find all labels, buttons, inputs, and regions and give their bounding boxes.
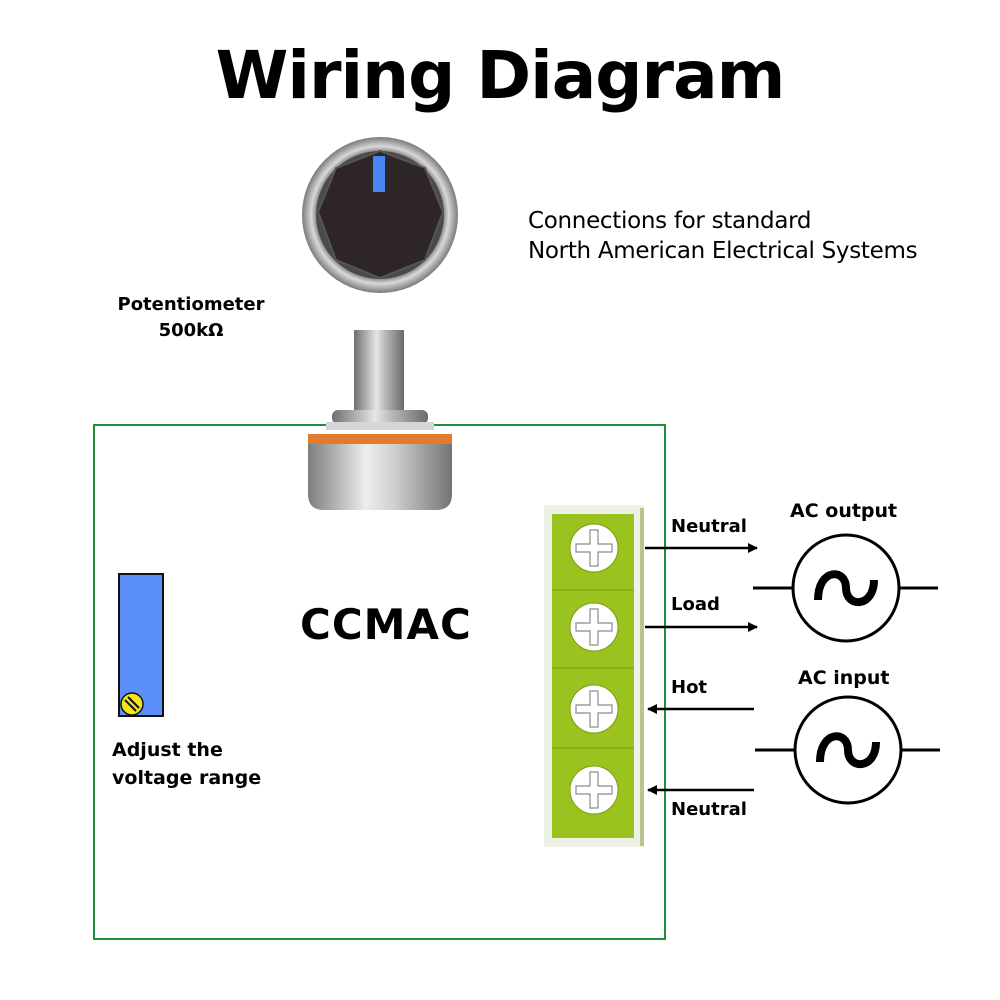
terminal-label-neutral-out: Neutral: [671, 516, 747, 537]
screw-slot: [124, 699, 137, 712]
terminal-label-load: Load: [671, 594, 720, 615]
terminal-screw-icon[interactable]: [569, 602, 619, 652]
potentiometer-body: [308, 330, 452, 510]
knob-indicator: [373, 156, 385, 192]
wires: [645, 543, 758, 795]
pot-housing: [308, 444, 452, 510]
phillips-cross-icon: [575, 529, 613, 567]
potentiometer-label: Potentiometer 500kΩ: [106, 292, 276, 344]
board-name: CCMAC: [300, 600, 472, 649]
sine-wave-icon: [814, 570, 878, 607]
terminal-screw-icon[interactable]: [569, 523, 619, 573]
subtitle: Connections for standard North American …: [528, 206, 918, 266]
phillips-cross-icon: [575, 608, 613, 646]
diagram-title: Wiring Diagram: [215, 37, 786, 114]
subtitle-line-1: Connections for standard: [528, 208, 812, 234]
terminal-label-hot: Hot: [671, 677, 708, 698]
terminal-screw-icon[interactable]: [569, 765, 619, 815]
terminal-edge: [640, 508, 644, 846]
ac-input-label: AC input: [798, 667, 890, 689]
ac-output-label: AC output: [790, 500, 898, 522]
terminal-block: [544, 505, 644, 847]
pot-shaft: [354, 330, 404, 414]
terminal-label-neutral-in: Neutral: [671, 799, 747, 820]
pot-washer: [326, 422, 434, 430]
subtitle-line-2: North American Electrical Systems: [528, 238, 918, 264]
trimmer-label-line-1: Adjust the: [112, 739, 223, 761]
phillips-cross-icon: [575, 771, 613, 809]
pot-nut: [332, 410, 428, 424]
phillips-cross-icon: [575, 690, 613, 728]
sine-wave-icon: [816, 732, 880, 769]
trimmer-screw-icon[interactable]: [120, 692, 144, 716]
ac-input-source: [755, 695, 940, 805]
potentiometer-name: Potentiometer: [117, 294, 265, 315]
ac-output-source: [753, 533, 938, 643]
trimmer-body: [118, 573, 164, 717]
pot-ring: [308, 434, 452, 444]
potentiometer-knob[interactable]: [302, 137, 458, 293]
terminal-screw-icon[interactable]: [569, 684, 619, 734]
voltage-trimmer[interactable]: [118, 573, 164, 717]
knob-face: [316, 149, 445, 280]
trimmer-label-line-2: voltage range: [112, 767, 262, 789]
potentiometer-value: 500kΩ: [158, 320, 224, 341]
screw-slot: [127, 696, 140, 709]
trimmer-label: Adjust the voltage range: [112, 736, 261, 792]
